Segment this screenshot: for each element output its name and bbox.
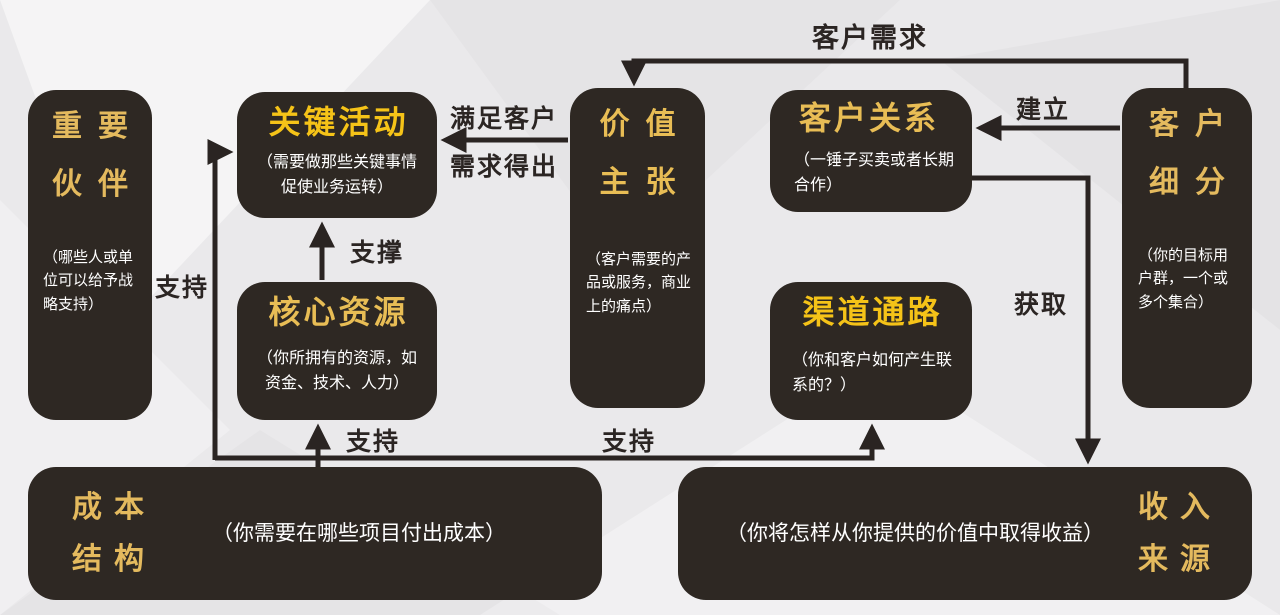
box-subtitle: （一锤子买卖或者长期合作） [794, 150, 955, 194]
box-subtitle: （哪些人或单位可以给予战略支持） [43, 248, 134, 313]
box-title: 渠道通路 [802, 293, 943, 331]
box-subtitle: （你和客户如何产生联系的？） [792, 350, 953, 394]
arrow-label-prop-up: 支撑 [350, 238, 405, 267]
box-channels: 渠道通路 （你和客户如何产生联系的？） [770, 282, 972, 420]
box-title: 细分 [1149, 165, 1241, 200]
box-customer-segments: 客户 细分 （你的目标用户群，一个或多个集合） [1122, 88, 1252, 408]
box-title: 成本 [72, 489, 156, 525]
box-subtitle: （你将怎样从你提供的价值中取得收益） [726, 521, 1104, 546]
arrow-label-satisfy-line1: 满足客户 [450, 104, 559, 133]
box-subtitle: （你的目标用户群，一个或多个集合） [1138, 246, 1229, 311]
box-customer-relationships: 客户关系 （一锤子买卖或者长期合作） [770, 90, 972, 212]
arrow-support-channel [215, 423, 885, 461]
arrow-label-satisfy-line2: 需求得出 [450, 152, 559, 181]
arrow-label-establish: 建立 [1016, 95, 1071, 124]
box-title: 核心资源 [268, 293, 409, 331]
box-title: 结构 [72, 541, 156, 577]
box-core-resources: 核心资源 （你所拥有的资源，如资金、技术、人力） [237, 282, 437, 420]
box-title: 关键活动 [268, 103, 409, 141]
box-title: 客户关系 [799, 99, 940, 137]
arrow-label-support-left: 支持 [155, 273, 210, 302]
box-title: 伙伴 [52, 167, 144, 202]
box-key-partners: 重要 伙伴 （哪些人或单位可以给予战略支持） [28, 90, 152, 420]
arrow-label-acquire: 获取 [1014, 290, 1069, 319]
box-subtitle: （你需要在哪些项目付出成本） [212, 521, 506, 546]
box-title: 来源 [1138, 541, 1222, 577]
box-title-block: 成本 结构 [28, 489, 156, 577]
box-value-proposition: 价值 主张 （客户需要的产品或服务，商业上的痛点） [570, 88, 705, 408]
arrow-label-support-cost: 支持 [346, 427, 401, 456]
arrow-customer-needs [621, 58, 1189, 88]
box-key-activities: 关键活动 （需要做那些关键事情促使业务运转） [237, 92, 437, 218]
box-title: 重要 [52, 109, 144, 144]
arrow-support-left [207, 139, 234, 460]
box-revenue-streams: （你将怎样从你提供的价值中取得收益） 收入 来源 [678, 467, 1252, 600]
box-title: 客户 [1149, 107, 1241, 142]
box-cost-structure: 成本 结构 （你需要在哪些项目付出成本） [28, 467, 602, 600]
arrow-label-support-channel: 支持 [602, 427, 657, 456]
box-subtitle: （需要做那些关键事情促使业务运转） [256, 152, 417, 196]
arrow-label-customer-needs: 客户需求 [812, 23, 928, 54]
arrow-acquire [972, 175, 1101, 465]
box-title-block: 收入 来源 [1126, 489, 1252, 577]
box-title: 价值 [599, 107, 692, 142]
box-title: 收入 [1138, 489, 1222, 525]
box-subtitle: （你所拥有的资源，如资金、技术、人力） [256, 348, 417, 392]
box-title: 主张 [599, 165, 692, 200]
box-subtitle: （客户需要的产品或服务，商业上的痛点） [586, 250, 692, 315]
